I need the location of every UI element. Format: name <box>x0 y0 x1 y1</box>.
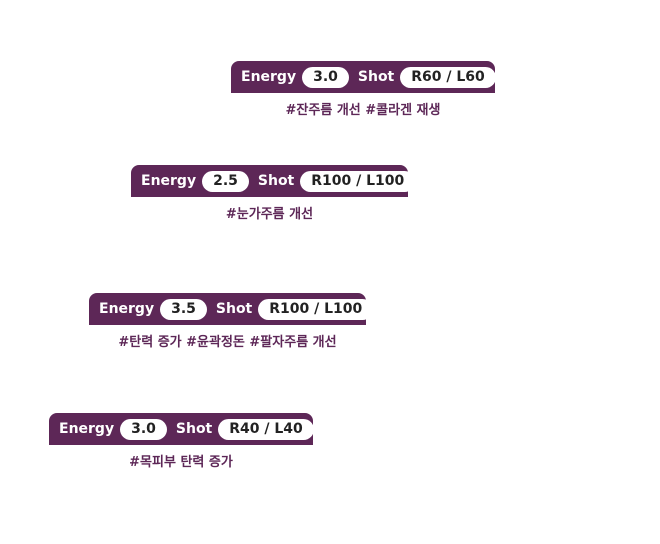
treatment-item: Energy 3.5 Shot R100 / L100 #탄력 증가 #윤곽정돈… <box>89 293 374 350</box>
energy-value: 3.0 <box>302 66 349 88</box>
energy-label: Energy <box>141 173 197 189</box>
settings-bar: Energy 3.0 Shot R40 / L40 <box>49 413 314 445</box>
settings-bar: Energy 3.5 Shot R100 / L100 <box>89 293 374 325</box>
tags: #잔주름 개선 #콜라겐 재생 <box>285 103 441 118</box>
energy-label: Energy <box>99 301 155 317</box>
shot-label: Shot <box>175 421 213 437</box>
tags: #목피부 탄력 증가 <box>129 455 233 470</box>
shot-label: Shot <box>257 173 295 189</box>
energy-value: 3.5 <box>160 298 207 320</box>
settings-bar: Energy 2.5 Shot R100 / L100 <box>131 165 416 197</box>
shot-value: R40 / L40 <box>218 418 314 440</box>
treatment-item: Energy 3.0 Shot R60 / L60 #잔주름 개선 #콜라겐 재… <box>231 61 496 118</box>
treatment-item: Energy 2.5 Shot R100 / L100 #눈가주름 개선 <box>131 165 416 222</box>
treatment-item: Energy 3.0 Shot R40 / L40 #목피부 탄력 증가 <box>49 413 314 470</box>
energy-label: Energy <box>241 69 297 85</box>
tags: #탄력 증가 #윤곽정돈 #팔자주름 개선 <box>118 335 337 350</box>
shot-label: Shot <box>357 69 395 85</box>
shot-value: R100 / L100 <box>300 170 416 192</box>
energy-label: Energy <box>59 421 115 437</box>
tags: #눈가주름 개선 <box>225 207 314 222</box>
settings-bar: Energy 3.0 Shot R60 / L60 <box>231 61 496 93</box>
shot-label: Shot <box>215 301 253 317</box>
shot-value: R60 / L60 <box>400 66 496 88</box>
energy-value: 3.0 <box>120 418 167 440</box>
shot-value: R100 / L100 <box>258 298 374 320</box>
energy-value: 2.5 <box>202 170 249 192</box>
